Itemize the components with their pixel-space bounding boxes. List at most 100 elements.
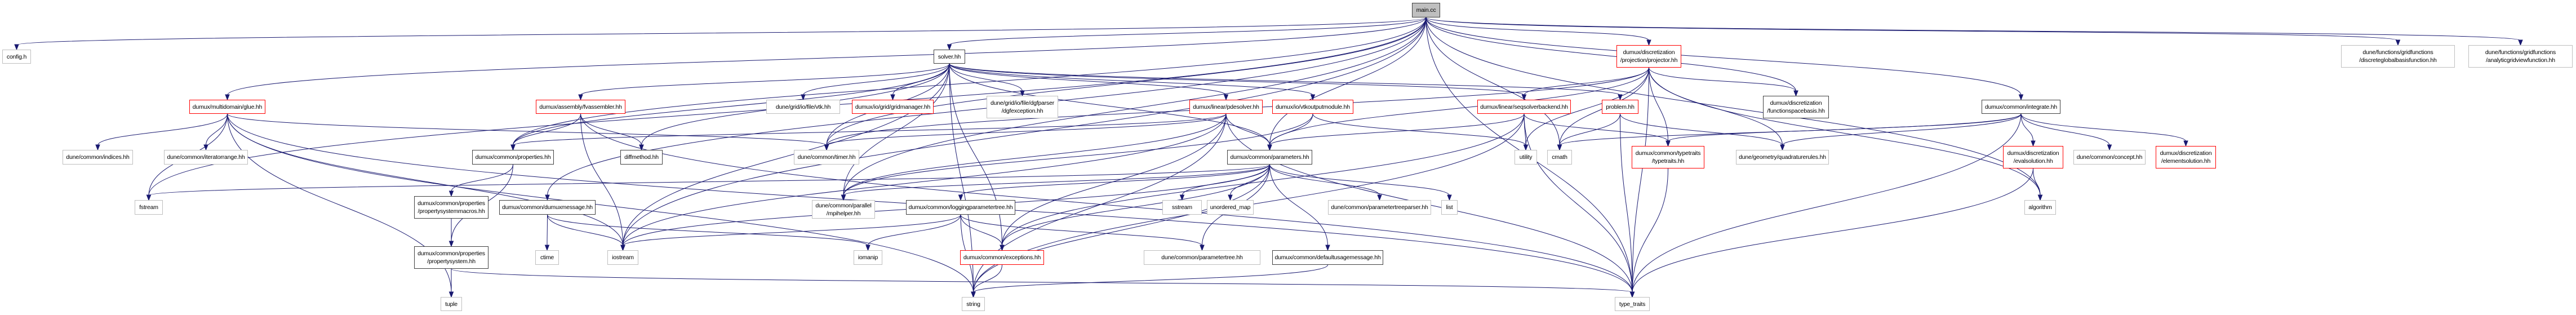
node-problem-hh[interactable]: problem.hh <box>1602 100 1638 114</box>
node-indices-hh[interactable]: dune/common/indices.hh <box>63 150 133 165</box>
node-loggingparametertree-hh[interactable]: dumux/common/loggingparametertree.hh <box>906 200 1015 215</box>
arrowhead-icon <box>1629 291 1635 298</box>
node-iteratorrange-hh[interactable]: dune/common/iteratorrange.hh <box>164 150 248 165</box>
node-typetraits-hh[interactable]: dumux/common/typetraits /typetraits.hh <box>1632 146 1704 168</box>
node-integrate-hh[interactable]: dumux/common/integrate.hh <box>1982 100 2060 114</box>
edge-seqsolver-to-type_traits <box>1524 113 1633 293</box>
edge-parameters-to-string <box>973 164 1270 293</box>
edge-solver-to-gridmanager <box>892 63 950 96</box>
edge-solver-to-parameters <box>949 63 1270 146</box>
arrowhead-icon <box>203 144 208 151</box>
edge-parameters-to-exceptions <box>1002 164 1270 246</box>
node-exceptions-hh[interactable]: dumux/common/exceptions.hh <box>960 250 1044 265</box>
node-parameters-hh[interactable]: dumux/common/parameters.hh <box>1227 150 1312 165</box>
edge-solver-to-dgfexc <box>949 63 1023 92</box>
edge-parameters-to-list <box>1269 164 1450 196</box>
node-analyticgridviewfunction-hh[interactable]: dune/functions/gridfunctions /analyticgr… <box>2468 45 2573 68</box>
edge-problem-to-type_traits <box>1620 113 1633 293</box>
arrowhead-icon <box>1521 94 1527 101</box>
node-glue-hh[interactable]: dumux/multidomain/glue.hh <box>189 100 265 114</box>
node-vtkoutputmodule-hh[interactable]: dumux/io/vtkoutputmodule.hh <box>1272 100 1353 114</box>
edge-main-to-glue <box>227 17 1427 96</box>
node-properties-hh[interactable]: dumux/common/properties.hh <box>472 150 554 165</box>
node-discreteglobalbasisfunction-hh[interactable]: dune/functions/gridfunctions /discretegl… <box>2341 45 2455 68</box>
edge-logtree-to-ptree <box>960 214 1202 246</box>
arrowhead-icon <box>1646 39 1651 46</box>
node-pdesolver-hh[interactable]: dumux/linear/pdesolver.hh <box>1189 100 1263 114</box>
arrowhead-icon <box>2183 140 2188 147</box>
arrowhead-icon <box>824 144 829 151</box>
edge-glue-to-timer <box>227 113 827 146</box>
arrowhead-icon <box>1228 194 1233 201</box>
node-solver-hh[interactable]: solver.hh <box>934 50 965 64</box>
node-iostream[interactable]: iostream <box>607 250 638 265</box>
edge-main-to-mpihelper <box>843 17 1427 196</box>
node-elementsolution-hh[interactable]: dumux/discretization /elementsolution.hh <box>2156 146 2216 168</box>
edge-pdesolver-to-timer <box>826 113 1227 146</box>
node-string[interactable]: string <box>962 297 985 311</box>
arrowhead-icon <box>971 291 976 298</box>
arrowhead-icon <box>545 194 550 201</box>
node-vtk-hh[interactable]: dune/grid/io/file/vtk.hh <box>766 100 840 114</box>
edge-glue-to-indices <box>97 113 228 146</box>
edge-logtree-to-iostream <box>623 214 961 246</box>
node-evalsolution-hh[interactable]: dumux/discretization /evalsolution.hh <box>2003 146 2063 168</box>
arrowhead-icon <box>1665 140 1671 147</box>
edge-projector-to-utility <box>1525 67 1649 146</box>
node-dgfexception-hh[interactable]: dune/grid/io/file/dgfparser /dgfexceptio… <box>987 96 1058 118</box>
edge-projector-to-algorithm <box>1649 67 2041 196</box>
node-tuple[interactable]: tuple <box>441 297 462 311</box>
node-algorithm[interactable]: algorithm <box>2024 200 2056 215</box>
node-propertysystem-hh[interactable]: dumux/common/properties /propertysystem.… <box>414 246 488 269</box>
node-mpihelper-hh[interactable]: dune/common/parallel /mpihelper.hh <box>812 200 875 219</box>
node-iomanip[interactable]: iomanip <box>854 250 882 265</box>
edge-dumuxmsg-to-ctime <box>547 214 548 246</box>
edge-logtree-to-exceptions <box>960 214 1002 246</box>
node-dumuxmessage-hh[interactable]: dumux/common/dumuxmessage.hh <box>499 200 596 215</box>
edge-solver-to-iostream <box>623 63 950 246</box>
edge-main-to-timer <box>826 17 1427 146</box>
arrowhead-icon <box>146 194 152 201</box>
edge-seqsolver-to-typetraitshh <box>1524 113 1668 142</box>
arrowhead-icon <box>448 291 454 298</box>
node-concept-hh[interactable]: dune/common/concept.hh <box>2073 150 2146 165</box>
node-fstream[interactable]: fstream <box>135 200 163 215</box>
edge-exceptions-to-string <box>973 264 1002 293</box>
node-fvassembler-hh[interactable]: dumux/assembly/fvassembler.hh <box>536 100 625 114</box>
node-parametertree-hh[interactable]: dune/common/parametertree.hh <box>1144 250 1260 265</box>
edge-main-to-fsbasis <box>1425 17 1796 92</box>
edge-main-to-parameters <box>1269 17 1427 146</box>
node-timer-hh[interactable]: dune/common/timer.hh <box>794 150 859 165</box>
edge-integrate-to-quadrules <box>1782 113 2022 146</box>
node-list[interactable]: list <box>1441 200 1458 215</box>
node-ctime[interactable]: ctime <box>535 250 559 265</box>
arrowhead-icon <box>1793 90 1798 97</box>
node-projector-hh[interactable]: dumux/discretization /projection/project… <box>1616 45 1681 68</box>
arrowhead-icon <box>578 94 583 101</box>
node-quadraturerules-hh[interactable]: dune/geometry/quadraturerules.hh <box>1736 150 1829 165</box>
node-gridmanager-hh[interactable]: dumux/io/grid/gridmanager.hh <box>852 100 934 114</box>
edge-main-to-integrate <box>1425 17 2022 96</box>
node-parametertreeparser-hh[interactable]: dune/common/parametertreeparser.hh <box>1328 200 1431 215</box>
edge-pdesolver-to-mpihelper <box>843 113 1227 196</box>
node-seqsolverbackend-hh[interactable]: dumux/linear/seqsolverbackend.hh <box>1477 100 1571 114</box>
edge-evalsol-to-type_traits <box>1632 168 2033 293</box>
node-diffmethod-hh[interactable]: diffmethod.hh <box>620 150 663 165</box>
node-functionspacebasis-hh[interactable]: dumux/discretization /functionspacebasis… <box>1763 96 1829 118</box>
edge-projector-to-seqsolver <box>1524 67 1649 96</box>
node-sstream[interactable]: sstream <box>1162 200 1202 215</box>
edge-seqsolver-to-parameters <box>1269 113 1525 146</box>
edge-pdesolver-to-properties <box>513 113 1227 146</box>
node-config-h[interactable]: config.h <box>2 50 31 64</box>
arrowhead-icon <box>639 144 644 151</box>
node-cmath[interactable]: cmath <box>1547 150 1572 165</box>
node-unordered-map[interactable]: unordered_map <box>1207 200 1254 215</box>
arrowhead-icon <box>958 194 963 201</box>
node-utility[interactable]: utility <box>1514 150 1537 165</box>
edge-defusage-to-string <box>973 264 1328 293</box>
edge-integrate-to-typetraitshh <box>1668 113 2022 142</box>
node-propertysystemmacros-hh[interactable]: dumux/common/properties /propertysystemm… <box>414 196 488 219</box>
node-type-traits[interactable]: type_traits <box>1615 297 1650 311</box>
node-defaultusagemessage-hh[interactable]: dumux/common/defaultusagemessage.hh <box>1272 250 1383 265</box>
